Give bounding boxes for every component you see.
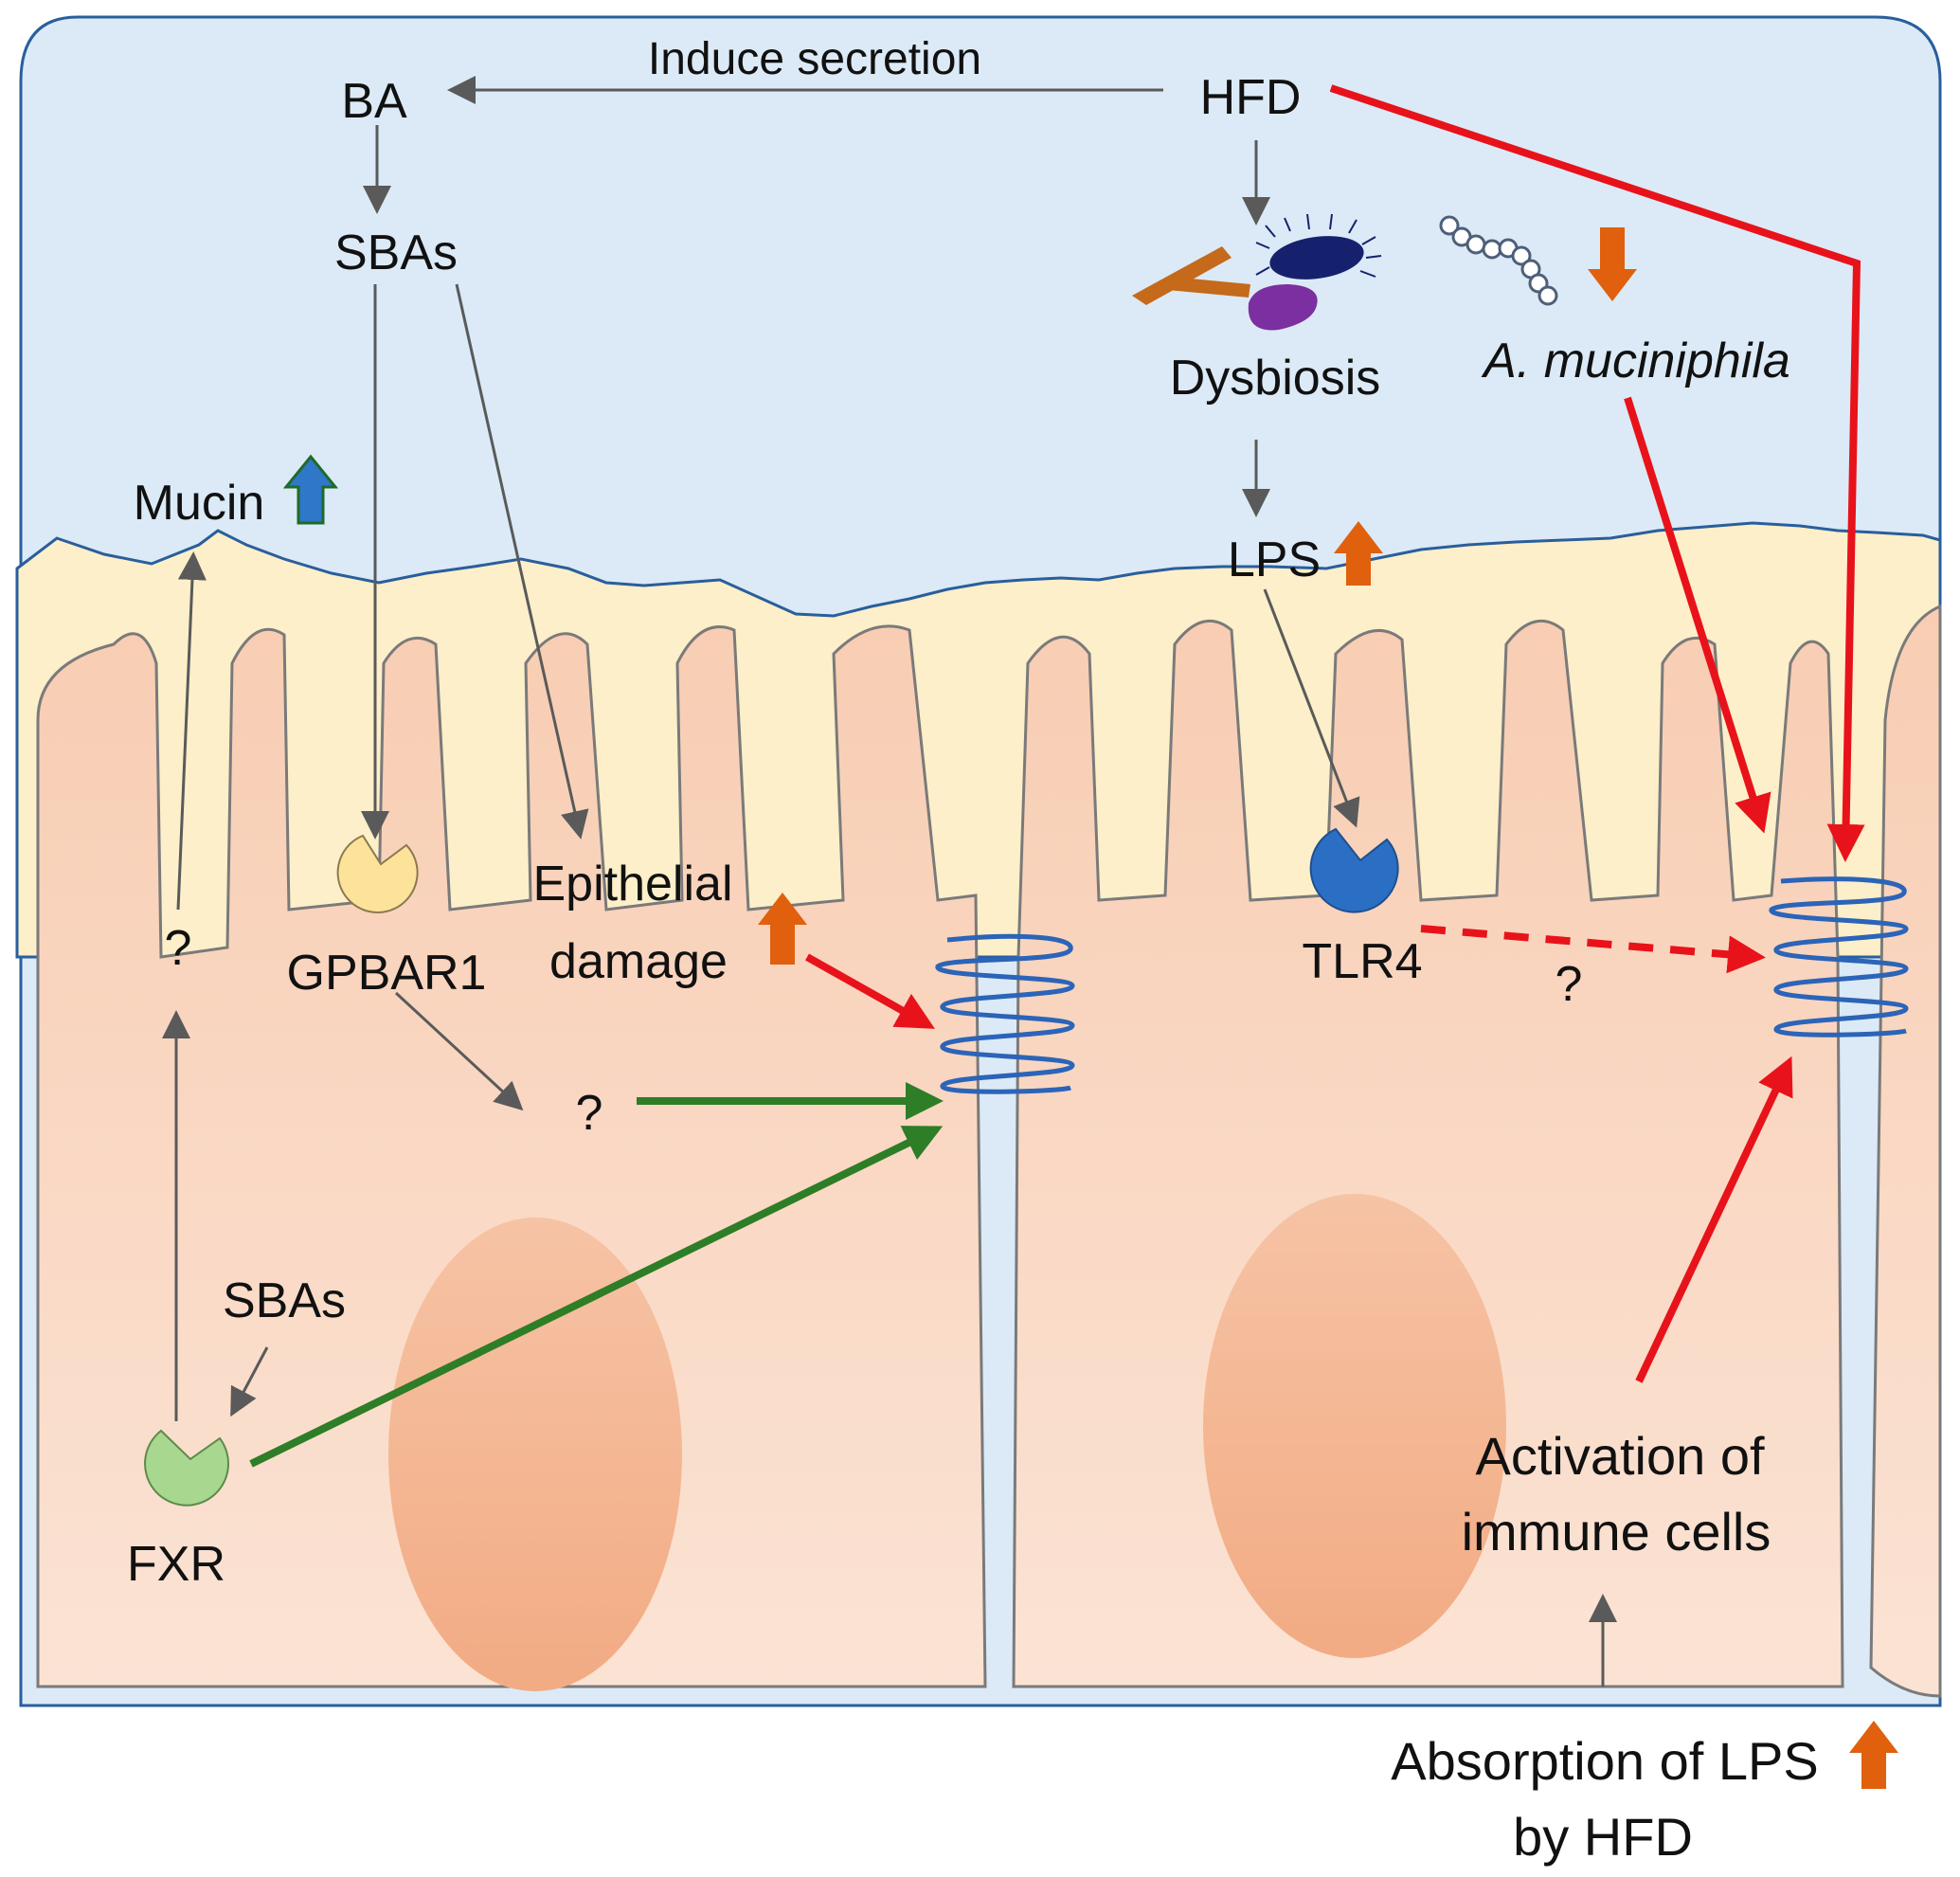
gpbar1-label: GPBAR1 [287,946,487,1001]
tlr4-label: TLR4 [1302,934,1422,989]
a-muciniphila-label: A. muciniphila [1481,334,1790,388]
nucleus-left [388,1218,682,1691]
ba-label: BA [341,74,407,129]
question-mark-middle: ? [576,1086,603,1141]
activation-line2-label: immune cells [1462,1502,1771,1561]
fxr-receptor [144,1429,230,1507]
epithelial-damage-up-arrow-icon [758,893,807,965]
activation-line1-label: Activation of [1475,1426,1764,1486]
sbas-top-label: SBAs [334,226,458,280]
lps-up-arrow-icon [1334,521,1383,586]
red-arrows [805,84,1865,1383]
sbas-bottom-label: SBAs [223,1273,346,1328]
hfd-label: HFD [1200,70,1302,125]
gray-arrows [162,76,1617,1687]
mucus-layer [15,521,1942,959]
question-mark-right: ? [1555,957,1583,1012]
mucin-up-arrow-icon [282,454,339,525]
green-arrows [249,1082,944,1468]
a-muciniphila-down-arrow-icon [1588,227,1637,301]
question-mark-left: ? [165,921,192,976]
mucin-label: Mucin [134,476,265,531]
damage-label: damage [549,934,728,989]
epithelial-label: Epithelial [532,857,732,911]
nucleus-right [1203,1194,1506,1658]
dysbiosis-bacteria-icon [1132,213,1382,331]
absorption-lps-up-arrow-icon [1849,1721,1898,1789]
lps-label: LPS [1228,532,1321,587]
gpbar1-receptor [336,834,419,913]
induce-secretion-label: Induce secretion [648,34,981,84]
absorption-line2-label: by HFD [1513,1807,1693,1867]
fxr-label: FXR [127,1537,225,1592]
dysbiosis-label: Dysbiosis [1170,351,1381,406]
tight-junction-left [935,933,1075,1094]
tlr4-receptor [1309,827,1399,913]
a-muciniphila-bacteria-icon [1439,215,1558,306]
absorption-line1-label: Absorption of LPS [1391,1731,1818,1791]
epithelial-cell-left [36,624,987,1688]
tight-junction-right [1769,876,1909,1038]
epithelial-cell-edge [1869,604,1942,1698]
